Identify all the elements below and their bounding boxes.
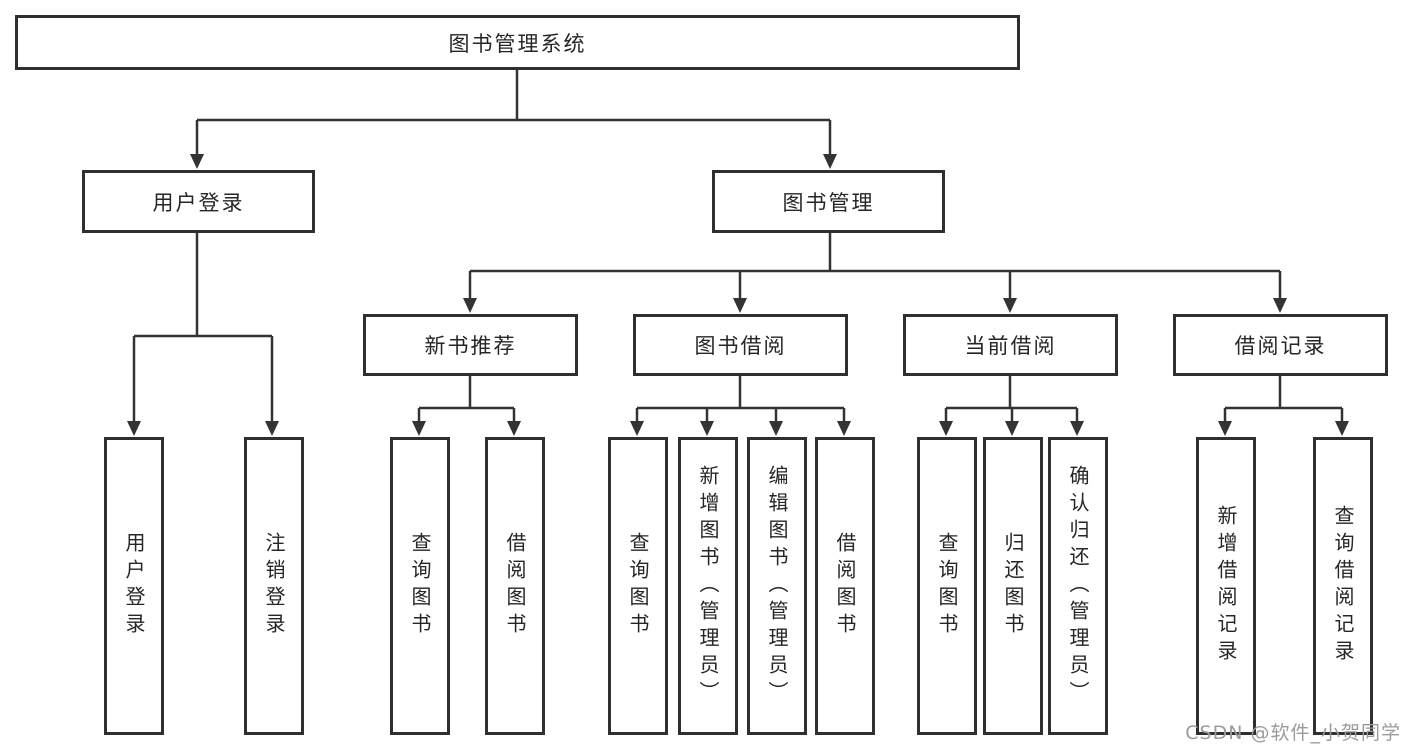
node-new-book-recommendation: 新书推荐	[363, 314, 578, 376]
node-current-borrowing: 当前借阅	[903, 314, 1118, 376]
leaf-recommend-query-books: 查询图书	[390, 437, 450, 735]
leaf-records-query-borrow-record: 查询借阅记录	[1313, 437, 1373, 735]
node-book-borrowing: 图书借阅	[633, 314, 848, 376]
node-library-management-system: 图书管理系统	[15, 15, 1020, 70]
leaf-recommend-borrow-books: 借阅图书	[485, 437, 545, 735]
leaf-current-confirm-return-admin: 确认归还（管理员）	[1048, 437, 1108, 735]
node-book-management: 图书管理	[712, 170, 945, 233]
leaf-borrow-borrow-books: 借阅图书	[815, 437, 875, 735]
leaf-records-add-borrow-record: 新增借阅记录	[1196, 437, 1256, 735]
leaf-user-login: 用户登录	[104, 437, 164, 735]
leaf-current-return-books: 归还图书	[983, 437, 1043, 735]
csdn-watermark: CSDN @软件_小贺同学	[1185, 722, 1401, 744]
node-borrowing-records: 借阅记录	[1173, 314, 1388, 376]
node-user-login: 用户登录	[82, 170, 315, 233]
leaf-logout-login: 注销登录	[244, 437, 304, 735]
leaf-borrow-query-books: 查询图书	[608, 437, 668, 735]
leaf-current-query-books: 查询图书	[917, 437, 977, 735]
leaf-borrow-edit-books-admin: 编辑图书（管理员）	[747, 437, 807, 735]
leaf-borrow-add-books-admin: 新增图书（管理员）	[678, 437, 738, 735]
